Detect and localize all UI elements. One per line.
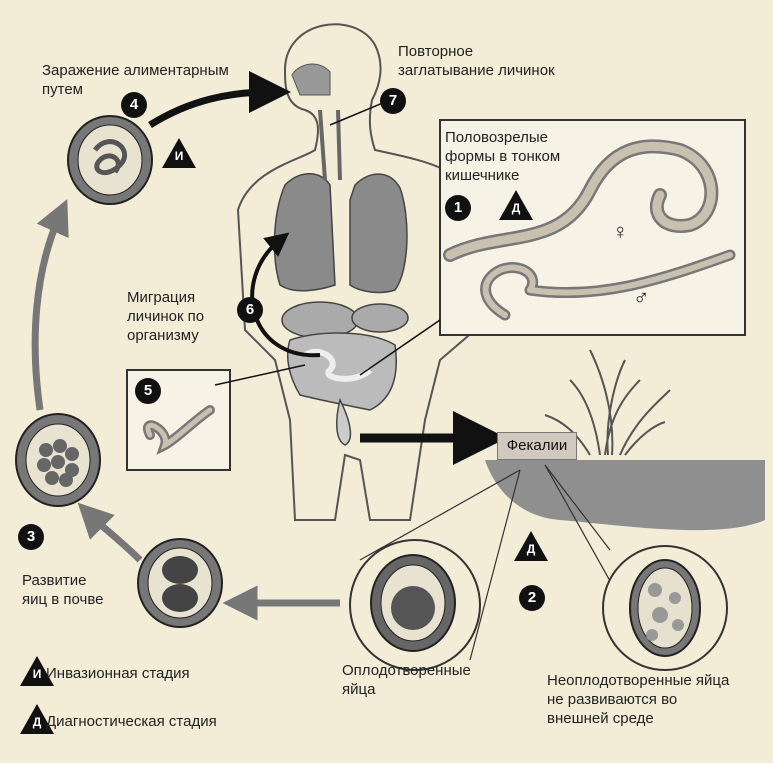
stage-number-1: 1 (445, 195, 471, 221)
legend-infective-marker: И (20, 656, 54, 686)
egg-embryonated (67, 115, 153, 205)
infection-route-label: Заражение алиментарным путем (42, 62, 229, 98)
legend-diagnostic-text: Диагностическая стадия (46, 713, 217, 730)
mouth-cavity (291, 63, 331, 96)
fertilized-eggs-label: Оплодотворенные яйца (342, 662, 471, 698)
legend-item-diagnostic: Д Диагностическая стадия (0, 700, 320, 740)
legend-diagnostic-marker: Д (20, 704, 54, 734)
legend: И Инвазионная стадия Д Диагностическая с… (0, 650, 320, 750)
migration-label: Миграция личинок по организму (127, 289, 205, 344)
small-intestine (303, 348, 373, 382)
stage-number-4: 4 (121, 92, 147, 118)
stage-number-2: 2 (519, 585, 545, 611)
adult-forms-label: Половозрелые формы в тонком кишечнике (445, 129, 561, 184)
soil-development-label: Развитие яиц в почве (22, 572, 104, 608)
intestines (281, 301, 409, 446)
male-symbol: ♂ (633, 285, 650, 310)
stage-number-7: 7 (380, 88, 406, 114)
legend-item-infective: И Инвазионная стадия (0, 650, 320, 690)
reswallowing-label: Повторное заглатывание личинок (398, 43, 555, 79)
larva-pointer (214, 364, 306, 386)
soil (485, 460, 765, 531)
arrow-morula-to-embryo (31, 199, 69, 411)
trachea (318, 109, 342, 181)
egg-two-cell (137, 538, 223, 628)
arrow-dev-to-morula (77, 502, 143, 563)
egg-fertilized (370, 554, 456, 652)
arrow-infection (148, 71, 291, 128)
diagnostic-marker-adult: Д (499, 190, 533, 220)
stage-number-5: 5 (135, 378, 161, 404)
legend-infective-text: Инвазионная стадия (46, 665, 190, 682)
diagnostic-marker-eggs: Д (514, 531, 548, 561)
stage-number-3: 3 (18, 524, 44, 550)
grass (544, 349, 671, 456)
feces-label: Фекалии (497, 432, 577, 460)
female-symbol: ♀ (612, 219, 629, 244)
egg-morula (15, 413, 101, 507)
egg-unfertilized (629, 559, 701, 657)
stage-number-6: 6 (237, 297, 263, 323)
infective-marker: И (162, 138, 196, 168)
adult-pointer (359, 319, 441, 376)
unfertilized-eggs-label: Неоплодотворенные яйца не развиваются во… (547, 672, 730, 727)
lungs (273, 173, 408, 294)
